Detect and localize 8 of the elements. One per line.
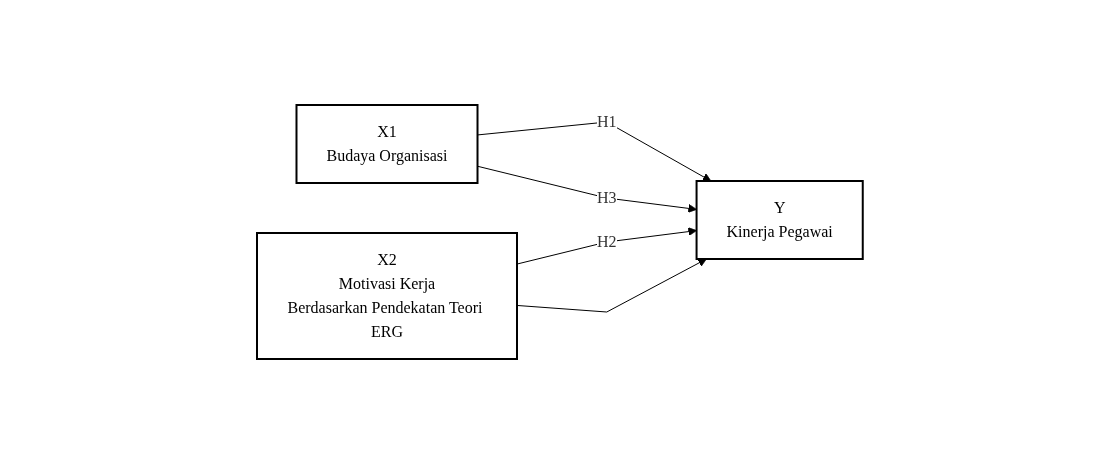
node-box: X2 Motivasi Kerja Berdasarkan Pendekatan Teori ERG <box>255 232 518 360</box>
arrow <box>516 258 707 313</box>
edge-label: H3 <box>596 189 617 206</box>
edge-label: H1 <box>596 113 617 130</box>
node-box: Y Kinerja Pegawai <box>695 180 864 260</box>
edge-label: H2 <box>596 233 617 250</box>
node-box: X1 Budaya Organisasi <box>295 104 479 184</box>
arrow <box>516 227 697 265</box>
